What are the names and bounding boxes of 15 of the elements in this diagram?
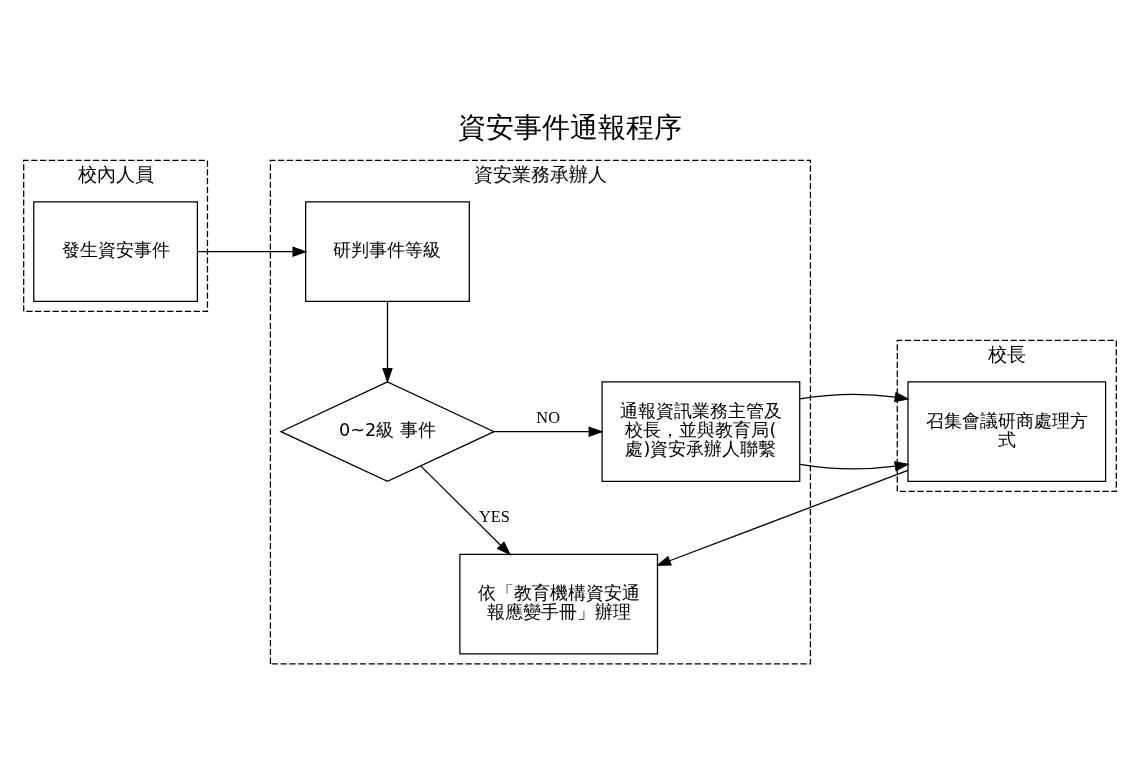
arrow	[420, 465, 512, 556]
diagram-title: 資安事件通報程序	[458, 111, 682, 145]
node-box: 依「教育機構資安通報應變手冊」辦理	[459, 553, 659, 655]
edge-label: NO	[536, 408, 561, 428]
edge-label: YES	[479, 507, 510, 527]
arrow	[197, 246, 308, 257]
arrow	[493, 426, 604, 437]
node-diamond: 0~2級 事件	[279, 381, 496, 483]
arrow	[799, 391, 910, 472]
arrow	[655, 469, 909, 566]
node-box: 發生資安事件	[33, 201, 199, 302]
node-box: 召集會議研商處理方式	[907, 381, 1107, 482]
arrow	[382, 300, 393, 384]
node-box: 研判事件等級	[305, 201, 470, 302]
node-box: 通報資訊業務主管及校長，並與教育局(處)資安承辦人聯繫	[601, 381, 801, 482]
